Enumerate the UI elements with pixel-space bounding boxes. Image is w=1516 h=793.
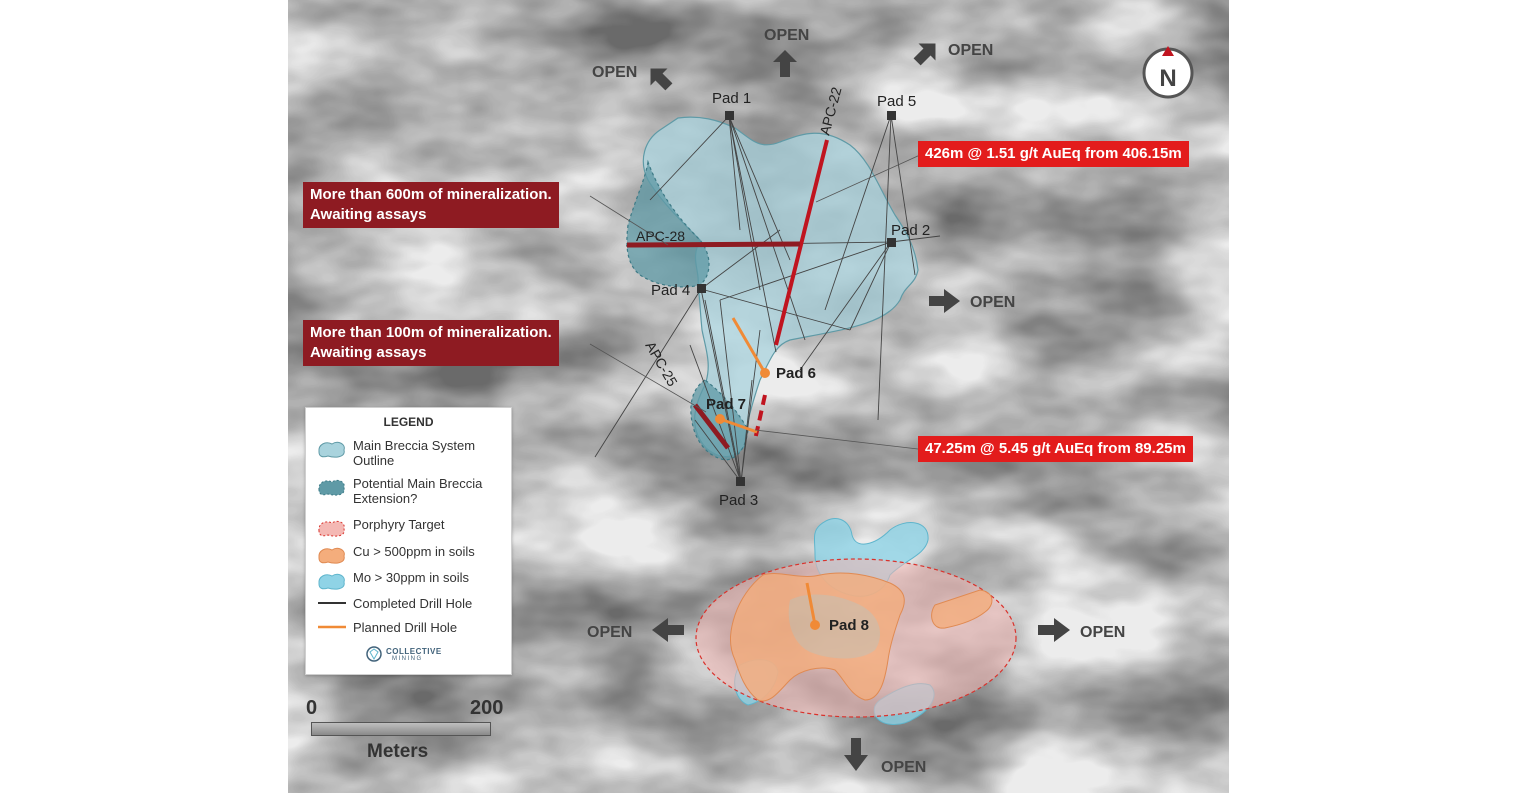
- pad3-label: Pad 3: [719, 492, 758, 509]
- legend-label-porphyry: Porphyry Target: [353, 517, 445, 532]
- apc25-result-text: 47.25m @ 5.45 g/t AuEq from 89.25m: [925, 440, 1186, 457]
- pad7-marker[interactable]: [715, 414, 725, 424]
- legend-label-cu: Cu > 500ppm in soils: [353, 544, 475, 559]
- north-arrow-compass: N: [1142, 46, 1194, 99]
- open-arrows: OPEN OPEN OPEN OPEN OPEN OPEN OPEN: [587, 27, 1125, 776]
- porphyry-swatch-icon: [318, 520, 345, 537]
- apc28-note-line2: Awaiting assays: [310, 206, 427, 223]
- pad1-label: Pad 1: [712, 90, 751, 107]
- completed-hole-line-icon: [318, 602, 346, 604]
- legend-label-planned-hole: Planned Drill Hole: [353, 620, 458, 635]
- pad1-marker[interactable]: [725, 111, 734, 120]
- logo-sub: MINING: [392, 656, 423, 662]
- pad2-marker[interactable]: [887, 238, 896, 247]
- pad4-marker[interactable]: [697, 284, 706, 293]
- collective-mining-logo: COLLECTIVE MINING: [366, 644, 456, 666]
- pad3-marker[interactable]: [736, 477, 745, 486]
- breccia-extension-west: [626, 159, 710, 288]
- apc22-trace: [774, 139, 829, 346]
- open-arrow-south: [844, 738, 868, 771]
- logo-mark-icon: [366, 646, 382, 662]
- scale-bar: 0 200 Meters: [300, 695, 515, 765]
- cu-anomaly-main: [730, 572, 905, 702]
- scale-start-label: 0: [306, 697, 318, 719]
- open-label-east-lower: OPEN: [1080, 624, 1125, 641]
- pad6-marker[interactable]: [760, 368, 770, 378]
- legend-title: LEGEND: [383, 415, 434, 429]
- pad6-label: Pad 6: [776, 365, 816, 382]
- apc22-result-callout: 426m @ 1.51 g/t AuEq from 406.15m: [918, 141, 1189, 167]
- scale-end-label: 200: [470, 697, 504, 719]
- scale-unit-label: Meters: [367, 741, 429, 762]
- open-arrow-north: [773, 50, 797, 77]
- apc25-result-callout: 47.25m @ 5.45 g/t AuEq from 89.25m: [918, 436, 1193, 462]
- open-arrow-northwest: [650, 68, 673, 91]
- mo-swatch-icon: [318, 573, 345, 590]
- pad7-label: Pad 7: [706, 396, 746, 413]
- planned-hole-line-icon: [318, 625, 346, 629]
- open-arrow-west-lower: [652, 618, 684, 642]
- pad-markers: [697, 111, 896, 486]
- cu-swatch-icon: [318, 547, 345, 564]
- apc28-note-callout: More than 600m of mineralization. Awaiti…: [303, 182, 559, 228]
- apc25-note-callout: More than 100m of mineralization. Awaiti…: [303, 320, 559, 366]
- open-arrow-east-lower: [1038, 618, 1070, 642]
- pad8-marker[interactable]: [810, 620, 820, 630]
- open-label-east-upper: OPEN: [970, 294, 1015, 311]
- pad4-label: Pad 4: [651, 282, 690, 299]
- breccia-extension-swatch-icon: [318, 479, 345, 496]
- logo-name: COLLECTIVE: [386, 647, 442, 656]
- open-arrow-east-upper: [929, 289, 960, 313]
- callout-leaders: [589, 154, 921, 450]
- completed-drill-holes: [594, 114, 941, 483]
- open-label-south: OPEN: [881, 759, 926, 776]
- pad8-label: Pad 8: [829, 617, 869, 634]
- compass-north-label: N: [1159, 65, 1176, 92]
- open-label-northwest: OPEN: [592, 64, 637, 81]
- pad2-label: Pad 2: [891, 222, 930, 239]
- open-label-north: OPEN: [764, 27, 809, 44]
- apc28-note-line1: More than 600m of mineralization.: [310, 186, 552, 203]
- open-arrow-northeast: [913, 43, 936, 66]
- apc25-note-line2: Awaiting assays: [310, 344, 427, 361]
- apc28-trace: [626, 241, 801, 248]
- pad5-label: Pad 5: [877, 93, 916, 110]
- open-label-west-lower: OPEN: [587, 624, 632, 641]
- legend-label-main-breccia: Main Breccia System Outline: [353, 438, 476, 468]
- legend-label-mo: Mo > 30ppm in soils: [353, 570, 469, 585]
- pad5-marker[interactable]: [887, 111, 896, 120]
- apc25-note-line1: More than 100m of mineralization.: [310, 324, 552, 341]
- apc25-trace: [693, 403, 730, 450]
- apc28-label: APC-28: [636, 228, 685, 244]
- cu-anomaly-east: [931, 589, 993, 629]
- porphyry-target-area: Pad 8: [695, 517, 1017, 725]
- scale-bar-graphic: [311, 722, 491, 736]
- legend-label-completed-hole: Completed Drill Hole: [353, 596, 473, 611]
- legend-label-breccia-extension: Potential Main Breccia Extension?: [353, 476, 483, 506]
- main-breccia-swatch-icon: [318, 441, 345, 458]
- apc22-result-text: 426m @ 1.51 g/t AuEq from 406.15m: [925, 145, 1182, 162]
- map-legend: LEGEND Main Breccia System Outline Poten…: [305, 407, 512, 675]
- open-label-northeast: OPEN: [948, 42, 993, 59]
